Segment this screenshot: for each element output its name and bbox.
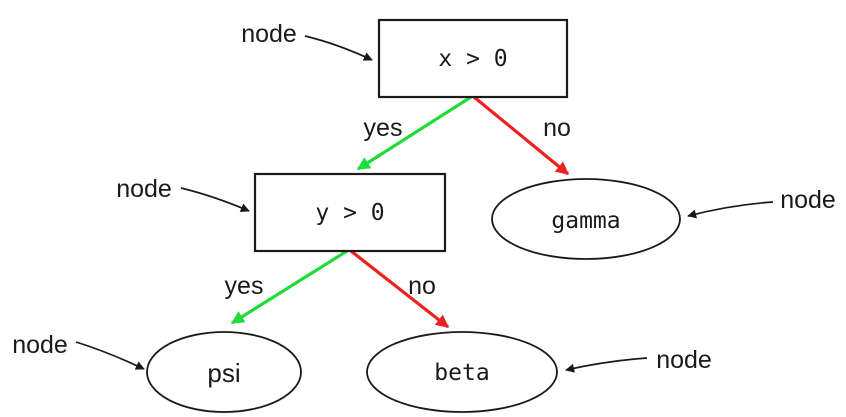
annotation-label-root: node: [241, 20, 297, 48]
node-psi-ellipse: [146, 331, 302, 413]
edge-label-no-2: no: [408, 272, 436, 300]
node-gamma-ellipse: [491, 178, 681, 260]
node-root-label: x > 0: [438, 46, 507, 72]
annotation-arrow-beta: [565, 357, 648, 373]
node-root-rect: [377, 18, 569, 99]
edge-internal-no: [350, 249, 450, 329]
annotation-label-gamma: node: [780, 186, 836, 214]
annotation-label-psi: node: [12, 331, 68, 359]
edge-root-yes: [356, 95, 472, 171]
annotation-arrow-root: [304, 35, 373, 61]
node-beta-label: beta: [434, 360, 489, 386]
annotation-label-internal: node: [116, 175, 172, 203]
node-internal-rect: [253, 172, 447, 253]
edge-root-no: [472, 95, 570, 176]
node-internal-label: y > 0: [315, 200, 384, 226]
edge-internal-yes: [230, 249, 348, 325]
annotation-label-beta: node: [656, 346, 712, 374]
edge-label-no-1: no: [543, 114, 571, 142]
node-gamma-label: gamma: [551, 208, 620, 234]
node-psi-label: psi: [207, 358, 240, 388]
edge-label-yes-2: yes: [225, 272, 264, 300]
annotation-arrow-gamma: [687, 201, 774, 219]
annotation-arrow-internal: [180, 187, 250, 212]
node-beta-ellipse: [366, 331, 558, 413]
annotation-arrow-psi: [75, 341, 145, 370]
edge-label-yes-1: yes: [364, 114, 403, 142]
